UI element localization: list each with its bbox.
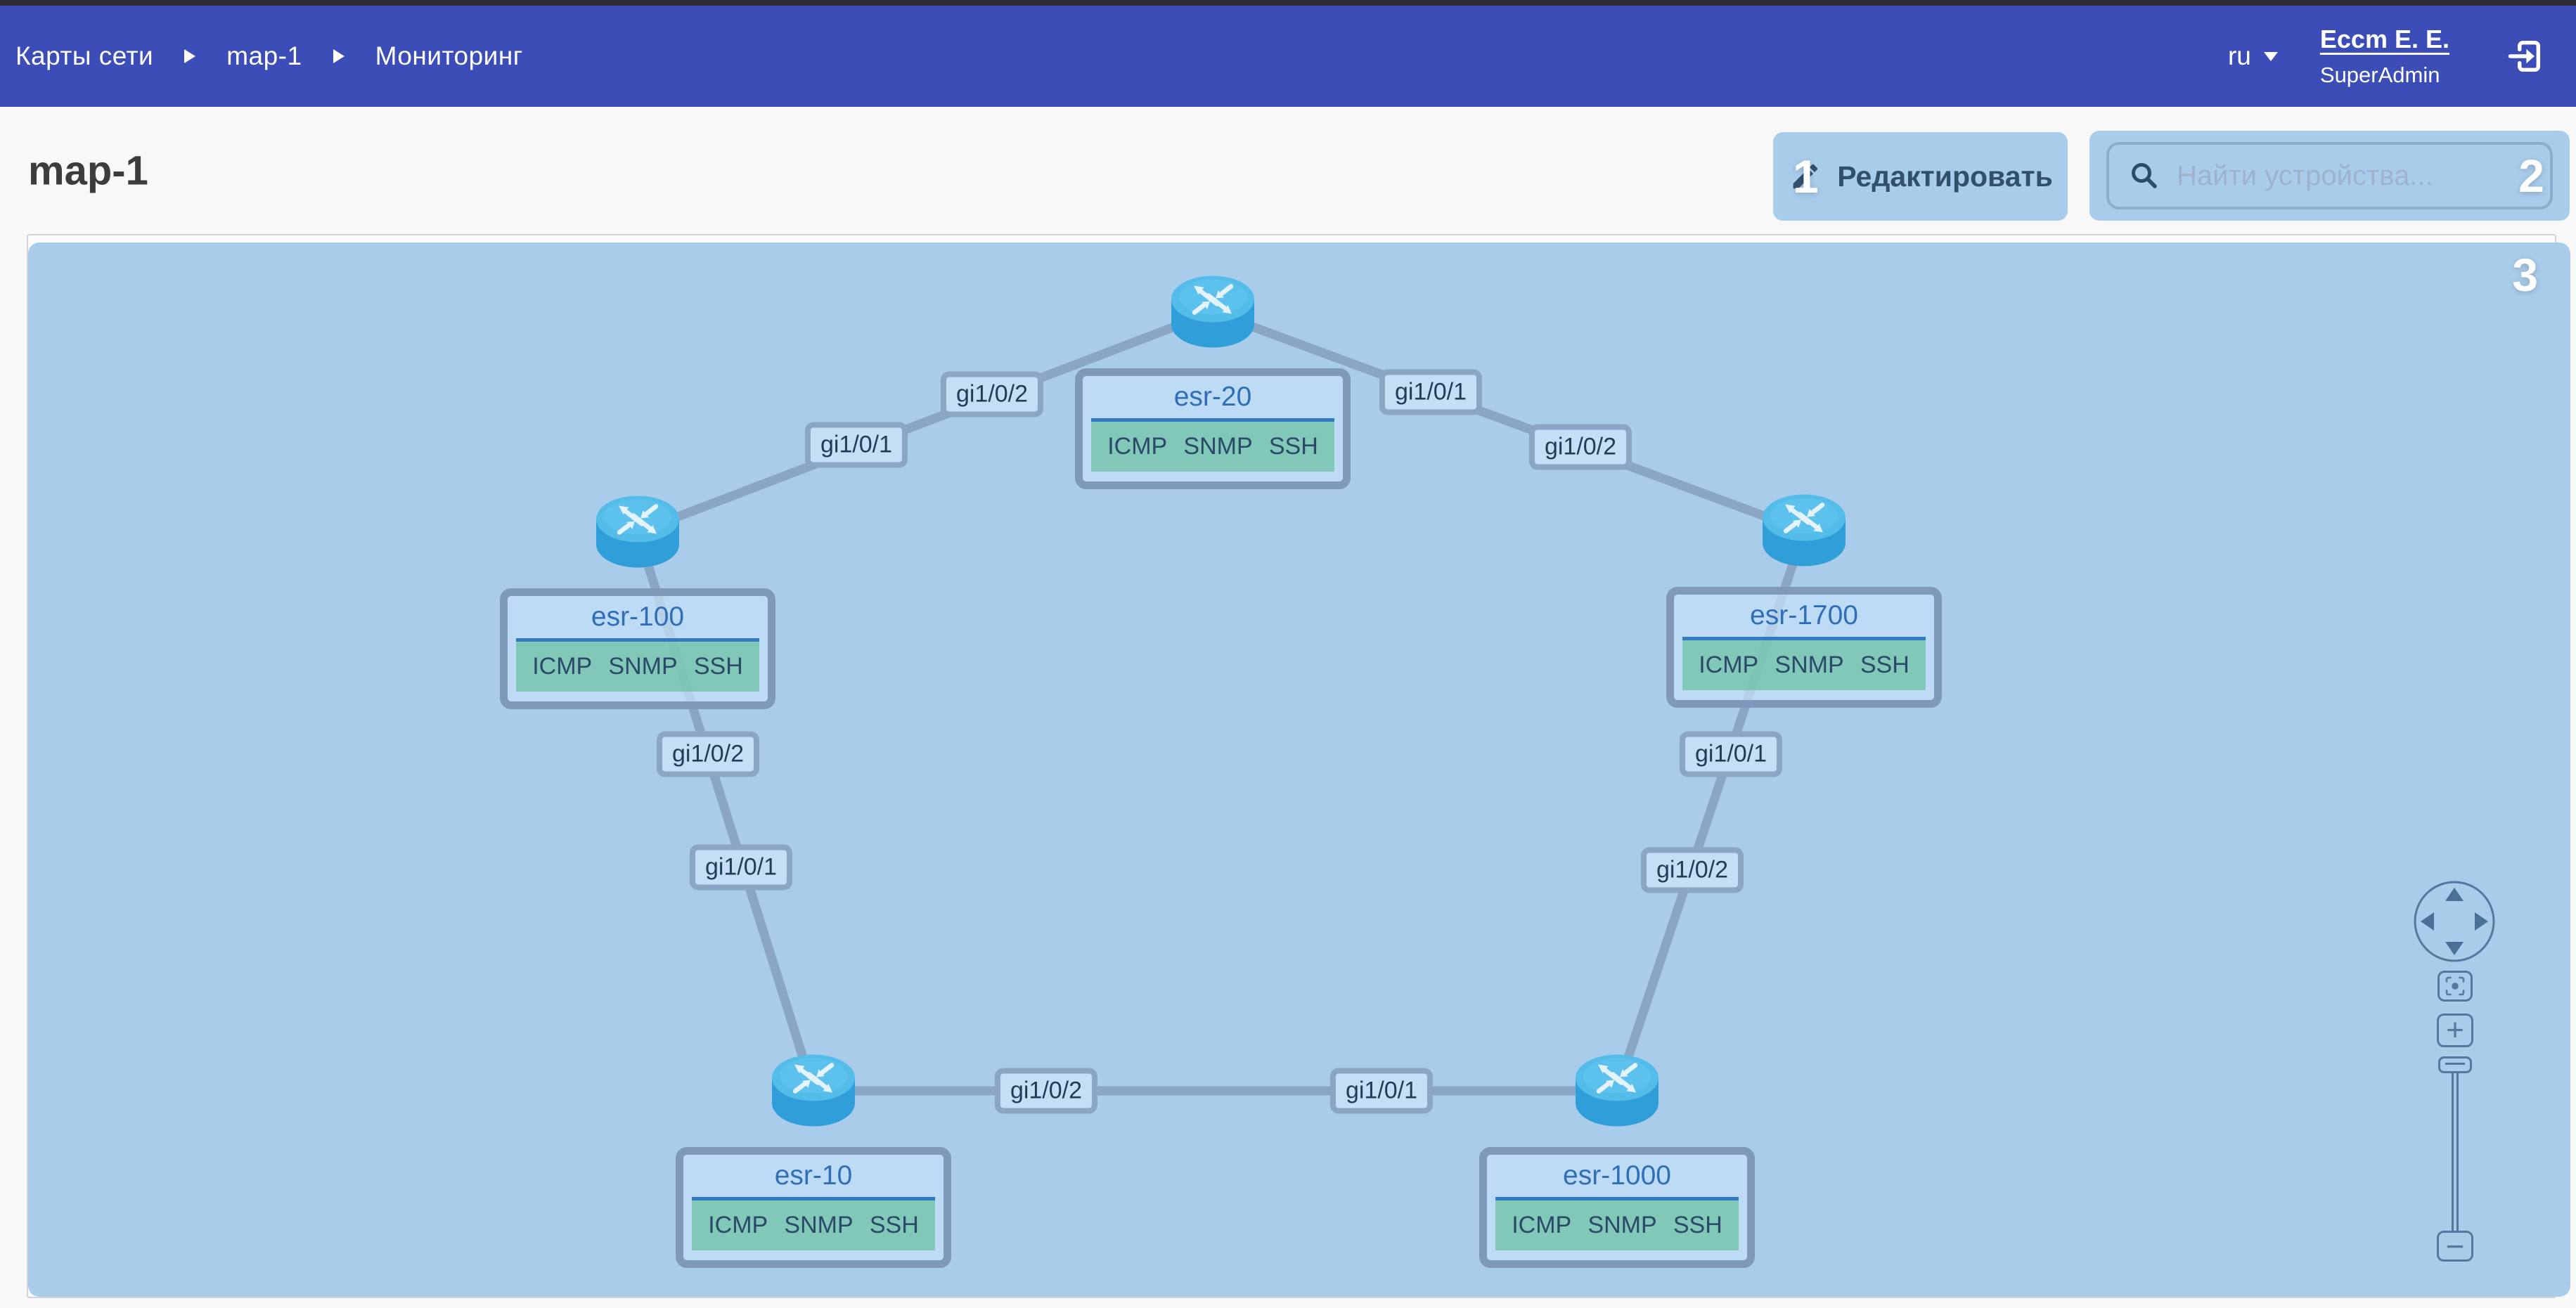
status-strip: ICMP SNMP SSH <box>516 642 759 692</box>
status-badge: SSH <box>1860 652 1910 678</box>
status-badge: SNMP <box>784 1212 854 1238</box>
search-field-frame <box>2106 142 2553 209</box>
device-search: 2 <box>2089 131 2570 221</box>
status-strip: ICMP SNMP SSH <box>1682 640 1926 690</box>
breadcrumb-separator-icon <box>184 49 196 63</box>
callout-2-badge: 2 <box>2518 150 2544 202</box>
card-divider <box>1495 1197 1739 1200</box>
port-label: gi1/0/1 <box>1329 1068 1434 1114</box>
edit-button-label: Редактировать <box>1837 160 2053 193</box>
pencil-icon <box>1793 164 1818 189</box>
search-icon <box>2132 163 2157 188</box>
device-card[interactable]: esr-10 ICMP SNMP SSH <box>676 1147 951 1268</box>
device-name: esr-1700 <box>1750 600 1858 630</box>
language-selector[interactable]: ru <box>2228 41 2278 71</box>
port-label: gi1/0/2 <box>994 1068 1098 1114</box>
callout-1-badge: 1 <box>1793 150 1819 202</box>
card-divider <box>1091 418 1334 422</box>
router-icon[interactable] <box>1571 1049 1663 1134</box>
port-label: gi1/0/2 <box>1528 424 1632 470</box>
port-label: gi1/0/1 <box>689 844 793 891</box>
router-icon[interactable] <box>1758 488 1850 574</box>
pan-right-icon[interactable] <box>2475 912 2488 931</box>
port-label: gi1/0/2 <box>1640 847 1744 893</box>
status-strip: ICMP SNMP SSH <box>1091 422 1334 472</box>
card-divider <box>516 638 759 642</box>
fit-view-button[interactable] <box>2437 971 2473 1002</box>
device-card[interactable]: esr-1700 ICMP SNMP SSH <box>1666 587 1942 708</box>
language-value: ru <box>2227 41 2251 70</box>
device-name: esr-1000 <box>1563 1160 1671 1191</box>
network-map-canvas[interactable]: esr-20 ICMP SNMP SSH esr-100 ICMP SNMP SSH e… <box>28 242 2570 1297</box>
breadcrumb-item[interactable]: Мониторинг <box>375 41 523 70</box>
link-line <box>633 307 1218 537</box>
card-divider <box>1682 637 1926 640</box>
device-name: esr-20 <box>1173 382 1252 412</box>
pan-compass[interactable] <box>2411 878 2498 965</box>
router-icon[interactable] <box>768 1049 859 1134</box>
zoom-out-button[interactable]: − <box>2437 1230 2473 1262</box>
device-card[interactable]: esr-100 ICMP SNMP SSH <box>500 588 775 709</box>
port-label: gi1/0/1 <box>1379 369 1483 415</box>
link-line <box>1208 307 1809 536</box>
app-header: Карты сети map-1 Мониторинг ru Eccm E. E. … <box>0 6 2576 107</box>
logout-button[interactable] <box>2504 36 2545 77</box>
pan-up-icon[interactable] <box>2445 888 2464 901</box>
status-strip: ICMP SNMP SSH <box>692 1200 935 1250</box>
status-badge: SNMP <box>608 653 678 680</box>
status-badge: SNMP <box>1775 652 1844 678</box>
status-badge: ICMP <box>1699 652 1759 678</box>
device-name: esr-100 <box>591 602 685 632</box>
router-icon[interactable] <box>1167 270 1258 355</box>
status-badge: SSH <box>1673 1212 1722 1238</box>
window-top-edge <box>0 0 2576 6</box>
user-role-label: SuperAdmin <box>2319 63 2440 87</box>
status-badge: SSH <box>693 653 743 680</box>
user-info: Eccm E. E. SuperAdmin <box>2320 25 2449 88</box>
pan-left-icon[interactable] <box>2421 912 2434 931</box>
chevron-down-icon <box>2263 51 2278 61</box>
logout-icon <box>2508 40 2541 72</box>
zoom-slider-handle[interactable] <box>2438 1056 2472 1073</box>
device-name: esr-10 <box>774 1160 853 1191</box>
breadcrumb-separator-icon <box>333 49 344 63</box>
header-right-group: ru Eccm E. E. SuperAdmin <box>2228 25 2545 88</box>
breadcrumb-item[interactable]: Карты сети <box>15 41 154 70</box>
search-input[interactable] <box>2160 160 2550 192</box>
port-label: gi1/0/1 <box>804 422 908 468</box>
toolbar: map-1 1 Редактировать 2 <box>0 107 2576 234</box>
status-badge: SNMP <box>1183 433 1253 460</box>
links-layer <box>633 307 1809 1096</box>
breadcrumb-item[interactable]: map-1 <box>226 41 302 70</box>
status-badge: ICMP <box>708 1212 768 1238</box>
port-label: gi1/0/1 <box>1679 731 1783 777</box>
fit-view-icon <box>2445 976 2465 996</box>
pan-down-icon[interactable] <box>2445 942 2464 955</box>
status-badge: ICMP <box>1512 1212 1572 1238</box>
card-divider <box>692 1197 935 1200</box>
zoom-slider-track[interactable] <box>2452 1073 2459 1231</box>
port-label: gi1/0/2 <box>940 371 1044 417</box>
port-label: gi1/0/2 <box>656 731 760 777</box>
status-strip: ICMP SNMP SSH <box>1495 1200 1739 1250</box>
callout-3-badge: 3 <box>2512 249 2538 301</box>
edit-map-button[interactable]: 1 Редактировать <box>1773 132 2068 221</box>
status-badge: ICMP <box>532 653 593 680</box>
user-name-link[interactable]: Eccm E. E. <box>2319 25 2449 53</box>
router-icon[interactable] <box>592 490 683 575</box>
status-badge: SSH <box>1268 433 1318 460</box>
device-card[interactable]: esr-1000 ICMP SNMP SSH <box>1479 1147 1755 1268</box>
status-badge: ICMP <box>1107 433 1168 460</box>
device-card[interactable]: esr-20 ICMP SNMP SSH <box>1075 368 1351 489</box>
breadcrumb: Карты сети map-1 Мониторинг <box>15 41 523 71</box>
status-badge: SNMP <box>1588 1212 1657 1238</box>
status-badge: SSH <box>869 1212 919 1238</box>
page-title: map-1 <box>28 148 148 193</box>
zoom-in-button[interactable]: + <box>2437 1014 2473 1047</box>
